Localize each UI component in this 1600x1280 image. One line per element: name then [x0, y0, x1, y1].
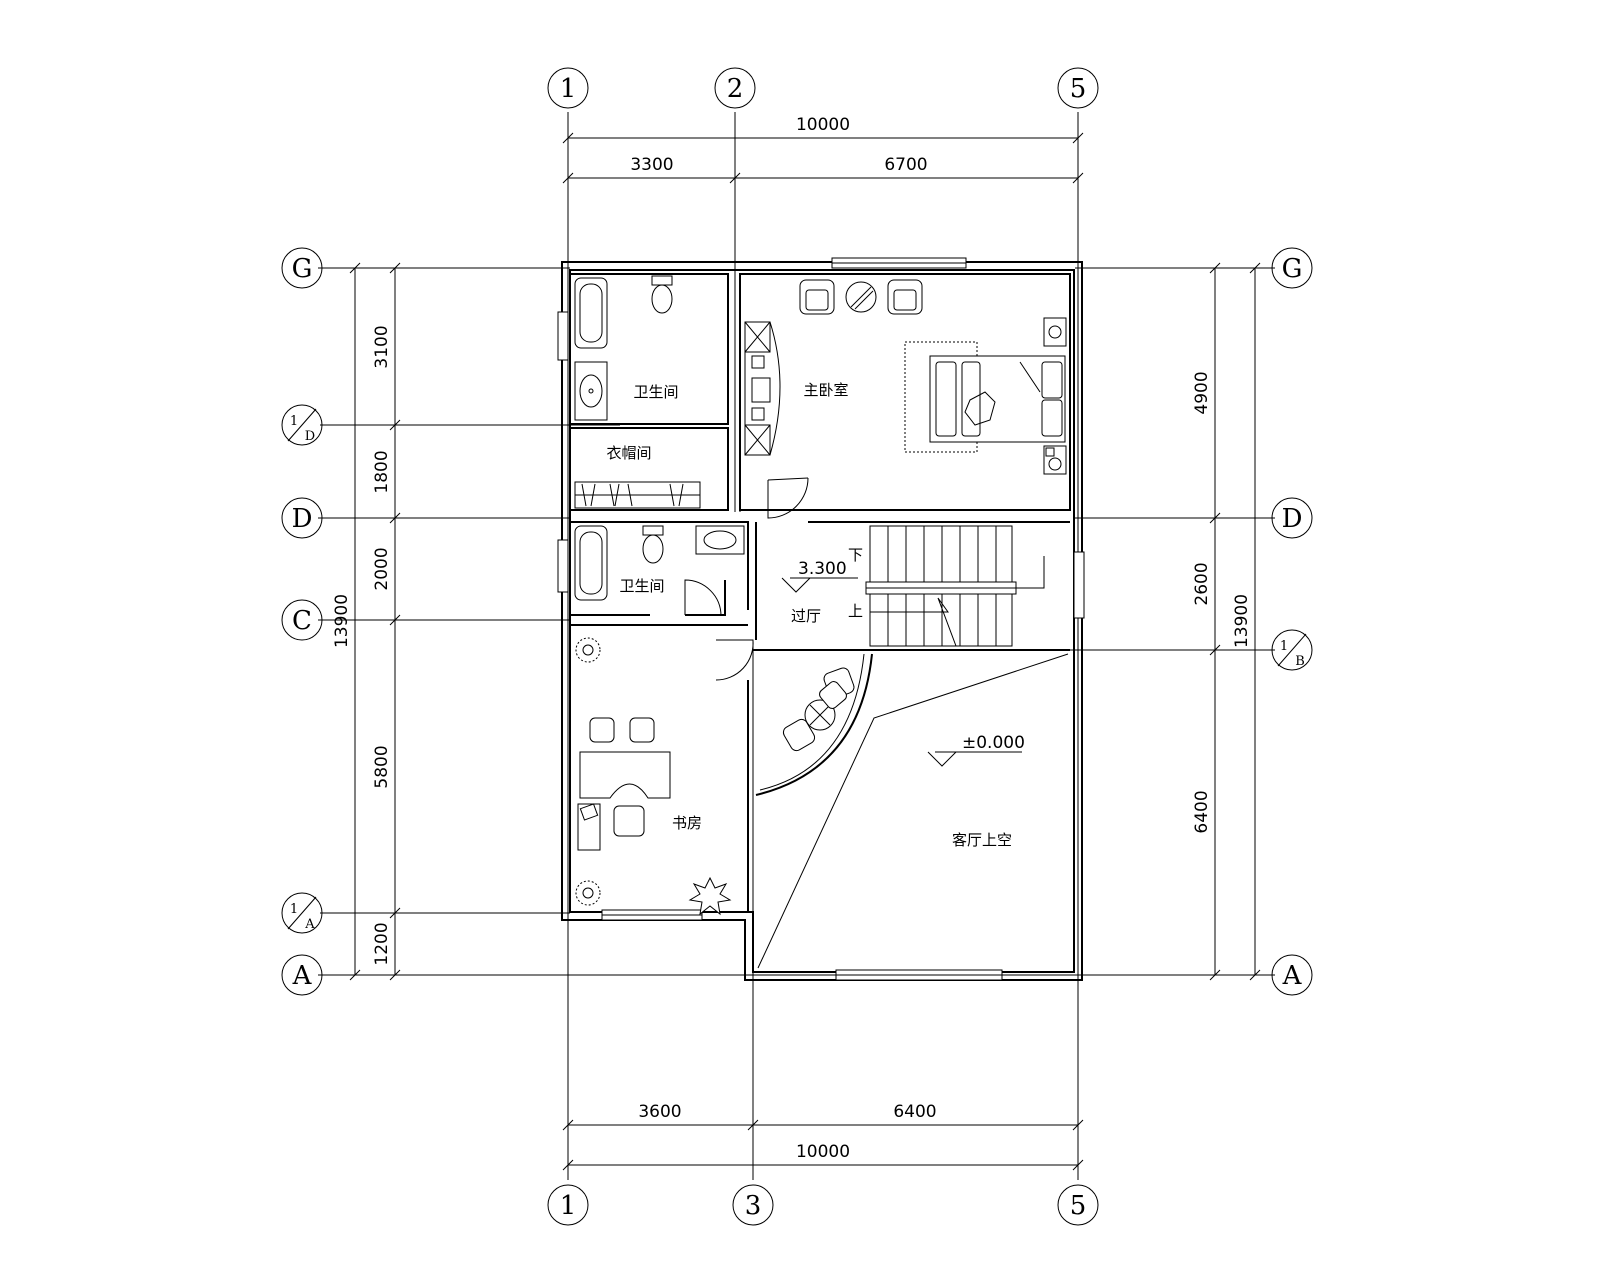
dim-top-seg2: 6700: [884, 155, 927, 175]
axis-bubble-right-1b-num: 1: [1280, 639, 1288, 654]
dim-bottom-total: 10000: [796, 1142, 850, 1162]
right-dimension-chain: 4900 2600 6400 13900: [1192, 262, 1261, 981]
dim-left-seg1: 3100: [372, 325, 392, 368]
axis-bubbles-right: G D 1 B A: [1271, 247, 1313, 996]
room-label-study: 书房: [672, 814, 702, 832]
master-bedroom-furniture: [744, 279, 1067, 475]
axis-bubble-left-1a-num: 1: [290, 902, 298, 917]
axis-bubble-top-1: 1: [560, 74, 577, 104]
axis-bubbles-top: 1 2 5: [547, 67, 1099, 109]
axis-bubble-right-d: D: [1282, 504, 1303, 534]
top-dimension-chain: 10000 3300 6700: [562, 115, 1084, 184]
tv-cabinet-icon: [744, 321, 781, 456]
desk-icon: [579, 751, 671, 799]
axis-bubbles-bottom: 1 3 5: [547, 1184, 1099, 1226]
windows: [557, 257, 1085, 981]
bottom-dimension-chain: 3600 6400 10000: [562, 1102, 1084, 1171]
dim-right-seg1: 4900: [1192, 371, 1212, 414]
dim-right-total: 13900: [1232, 594, 1252, 648]
armchair-icon: [887, 279, 923, 315]
plant-icon: [688, 876, 732, 916]
level-lower-label: ±0.000: [962, 733, 1025, 753]
room-label-hall: 过厅: [791, 607, 821, 625]
axis-bubble-left-1d-num: 1: [290, 414, 298, 429]
axis-bubble-left-1d-letter: D: [305, 429, 315, 444]
room-label-bath-upper: 卫生间: [633, 383, 678, 401]
dim-bottom-seg2: 6400: [893, 1102, 936, 1122]
study-furniture: [575, 637, 732, 916]
axis-bubble-top-5: 5: [1070, 74, 1087, 104]
room-labels: 卫生间 衣帽间 主卧室 卫生间 过厅 书房 客厅上空: [606, 381, 1012, 849]
walls: [561, 261, 1083, 981]
plant-icon: [575, 880, 601, 906]
axis-bubble-top-2: 2: [727, 74, 744, 104]
bathtub-icon: [574, 525, 608, 601]
bathroom-lower-fixtures: [574, 525, 745, 601]
dim-left-seg4: 5800: [372, 745, 392, 788]
room-label-closet: 衣帽间: [606, 444, 651, 462]
washbasin-icon: [695, 525, 745, 555]
axis-bubble-left-a: A: [292, 961, 313, 991]
axis-bubble-left-g: G: [292, 254, 313, 284]
grid-lines: [318, 112, 1275, 1180]
staircase: 下 上: [848, 525, 1045, 647]
chair-icon: [819, 681, 847, 709]
toilet-icon: [642, 534, 664, 564]
stair-down-label: 下: [848, 546, 863, 564]
bed-icon: [929, 355, 1066, 443]
armchair-icon: [799, 279, 835, 315]
stair-up-label: 上: [848, 602, 863, 620]
doors: [684, 458, 809, 681]
bathtub-icon: [574, 277, 608, 349]
axis-bubble-left-d: D: [292, 504, 313, 534]
axis-bubble-left-1a-letter: A: [304, 917, 315, 932]
level-upper-label: 3.300: [798, 559, 847, 579]
room-label-living-void: 客厅上空: [952, 831, 1012, 849]
dim-top-total: 10000: [796, 115, 850, 135]
chair-icon: [782, 718, 816, 752]
dim-right-seg3: 6400: [1192, 790, 1212, 833]
dim-left-total: 13900: [332, 594, 352, 648]
side-cabinet-icon: [577, 803, 601, 851]
bathroom-upper-fixtures: [574, 275, 673, 421]
dim-top-seg1: 3300: [630, 155, 673, 175]
axis-bubble-bottom-5: 5: [1070, 1191, 1087, 1221]
plant-icon: [575, 637, 601, 663]
axis-bubble-bottom-3: 3: [745, 1191, 762, 1221]
dim-left-seg3: 2000: [372, 547, 392, 590]
level-marker-upper: 3.300: [781, 559, 858, 593]
toilet-icon: [651, 284, 673, 314]
left-dimension-chain: 13900 3100 1800 2000 5800 1200: [332, 262, 401, 981]
room-label-master-bedroom: 主卧室: [803, 381, 848, 399]
axis-bubble-bottom-1: 1: [560, 1191, 577, 1221]
axis-bubbles-left: G 1 D D C 1 A A: [281, 247, 323, 996]
axis-bubble-right-a: A: [1282, 961, 1303, 991]
axis-bubble-right-g: G: [1282, 254, 1303, 284]
axis-bubble-right-1b-letter: B: [1295, 654, 1305, 669]
living-void: [755, 653, 1069, 969]
nightstand-icon: [1043, 317, 1067, 347]
dim-right-seg2: 2600: [1192, 562, 1212, 605]
office-chair-icon: [613, 805, 645, 837]
chair-icon: [629, 717, 655, 743]
chair-icon: [589, 717, 615, 743]
level-marker-lower: ±0.000: [927, 733, 1025, 767]
dim-left-seg5: 1200: [372, 922, 392, 965]
dim-bottom-seg1: 3600: [638, 1102, 681, 1122]
room-label-bath-lower: 卫生间: [619, 577, 664, 595]
dim-left-seg2: 1800: [372, 450, 392, 493]
axis-bubble-left-c: C: [292, 606, 312, 636]
closet-rack: [574, 481, 701, 509]
